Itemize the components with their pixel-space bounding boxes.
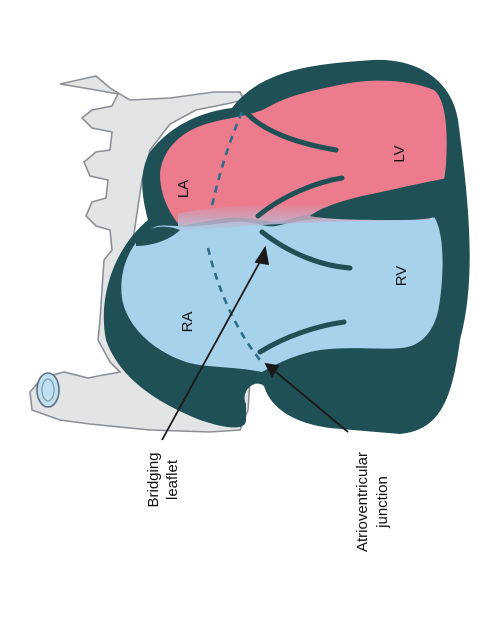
av-junction-label-line1: Atrioventricular — [354, 452, 371, 552]
av-junction-label-line2: junction — [374, 476, 391, 529]
right-heart-cavity — [121, 214, 442, 372]
label-lv: LV — [391, 145, 408, 162]
label-rv: RV — [393, 266, 410, 287]
vessel-cross-section — [37, 373, 59, 407]
label-ra: RA — [179, 312, 196, 333]
bridging-leaflet-label-line2: leaflet — [164, 459, 181, 500]
bridging-leaflet-label-line1: Bridging — [145, 452, 162, 507]
label-la: LA — [175, 180, 192, 198]
